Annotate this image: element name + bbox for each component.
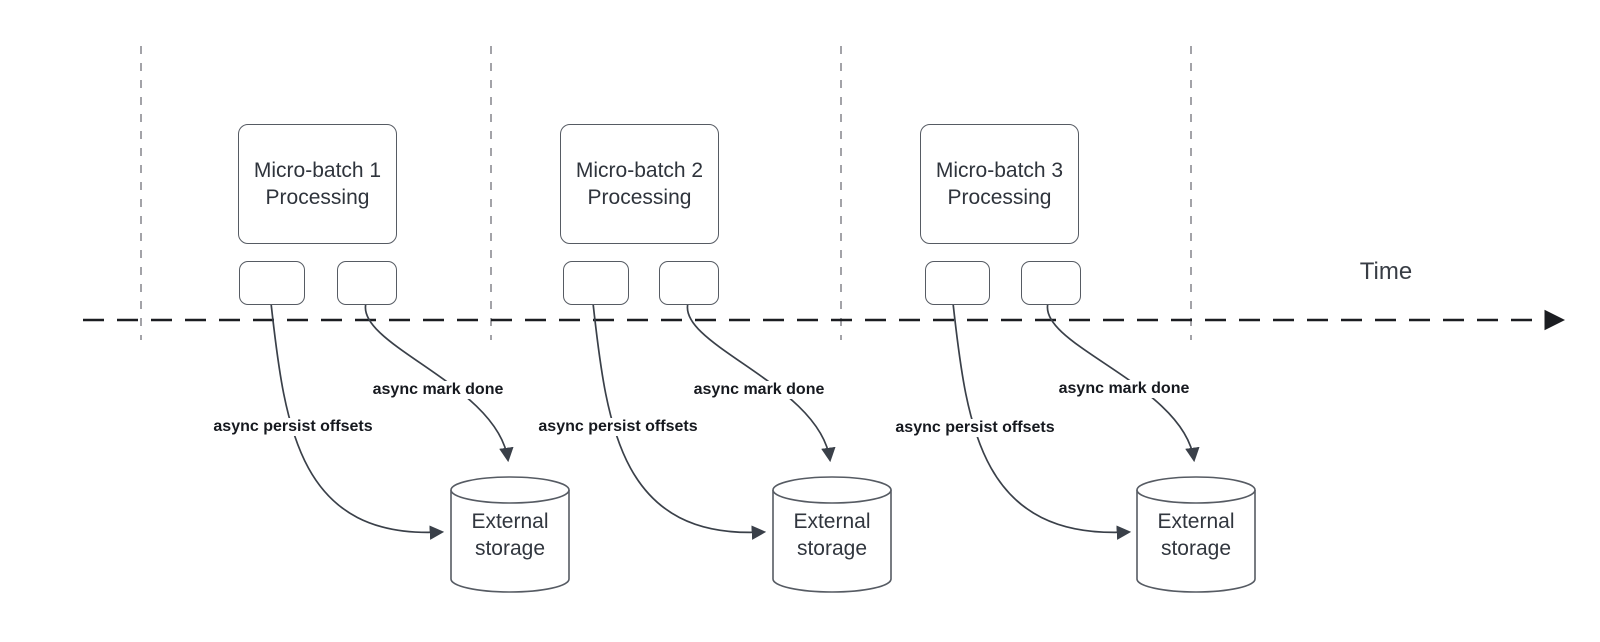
persist-offsets-arrow-3	[952, 302, 1132, 540]
storage-cylinder-1	[450, 476, 570, 593]
async-connectors	[270, 302, 1200, 540]
storage-cylinder-2	[772, 476, 892, 593]
storage-cylinder-3	[1136, 476, 1256, 593]
persist-offsets-arrow-1	[270, 302, 445, 540]
task-box-2b	[659, 261, 719, 305]
micro-batch-2-label-line2: Processing	[587, 186, 692, 209]
task-box-1a	[239, 261, 305, 305]
persist-offsets-label-2: async persist offsets	[535, 418, 701, 436]
interval-guide-lines	[140, 46, 1192, 340]
mark-done-arrow-2	[686, 302, 836, 463]
micro-batch-2-processing-node: Micro-batch 2 Processing	[560, 124, 719, 244]
micro-batch-2-label: Micro-batch 2 Processing	[576, 157, 703, 211]
mark-done-label-2: async mark done	[690, 381, 828, 399]
external-storage-label-1-line1: External	[471, 510, 549, 533]
micro-batch-3-label-line1: Micro-batch 3	[935, 159, 1064, 182]
micro-batch-3-label: Micro-batch 3 Processing	[936, 157, 1063, 211]
task-box-1b	[337, 261, 397, 305]
time-axis-label: Time	[1359, 258, 1413, 285]
mark-done-label-1: async mark done	[369, 381, 507, 399]
micro-batch-1-processing-node: Micro-batch 1 Processing	[238, 124, 397, 244]
micro-batch-3-label-line2: Processing	[947, 186, 1052, 209]
persist-offsets-label-3: async persist offsets	[892, 419, 1058, 437]
external-storage-label-2-line1: External	[793, 510, 871, 533]
micro-batch-1-label-line1: Micro-batch 1	[253, 159, 382, 182]
external-storage-cylinders	[450, 476, 1256, 593]
mark-done-arrow-3	[1046, 302, 1200, 463]
external-storage-label-1: External storage	[450, 508, 570, 562]
external-storage-label-3: External storage	[1136, 508, 1256, 562]
task-box-3b	[1021, 261, 1081, 305]
task-box-2a	[563, 261, 629, 305]
external-storage-label-3-line2: storage	[1160, 537, 1232, 560]
micro-batch-1-label: Micro-batch 1 Processing	[254, 157, 381, 211]
micro-batch-3-processing-node: Micro-batch 3 Processing	[920, 124, 1079, 244]
external-storage-label-2-line2: storage	[796, 537, 868, 560]
micro-batch-2-label-line1: Micro-batch 2	[575, 159, 704, 182]
persist-offsets-label-1: async persist offsets	[210, 418, 376, 436]
micro-batch-1-label-line2: Processing	[265, 186, 370, 209]
external-storage-label-2: External storage	[772, 508, 892, 562]
external-storage-label-1-line2: storage	[474, 537, 546, 560]
task-box-3a	[925, 261, 990, 305]
persist-offsets-arrow-2	[592, 302, 767, 540]
mark-done-label-3: async mark done	[1055, 380, 1193, 398]
mark-done-arrow-1	[364, 302, 514, 463]
external-storage-label-3-line1: External	[1157, 510, 1235, 533]
